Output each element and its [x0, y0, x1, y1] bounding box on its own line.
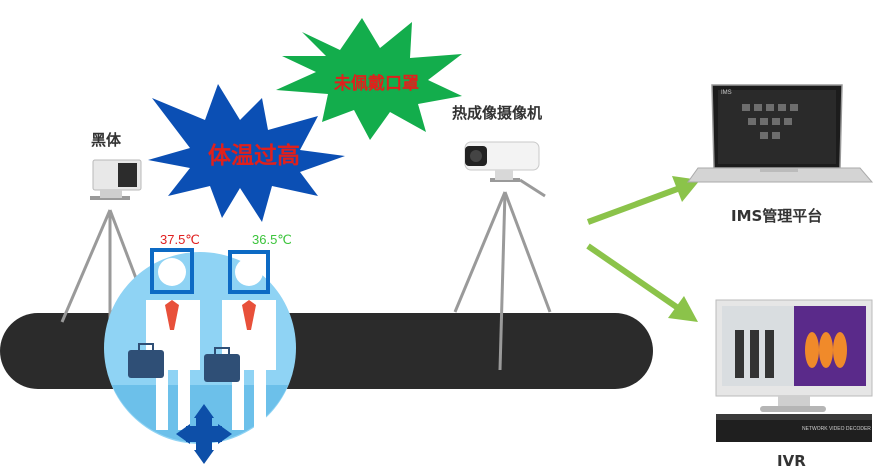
conveyor-belt-end	[560, 313, 653, 389]
person2-temp-reading: 36.5℃	[252, 232, 292, 247]
high-temp-alert-text: 体温过高	[208, 143, 300, 169]
no-mask-alert-text: 未佩戴口罩	[334, 74, 419, 94]
arrow-to-ims	[586, 176, 700, 225]
blackbody-label: 黑体	[91, 131, 122, 149]
decoder-box	[716, 414, 872, 442]
arrow-to-ivr	[586, 243, 698, 322]
ivr-label: IVR	[777, 452, 806, 470]
person1-temp-reading: 37.5℃	[160, 232, 200, 247]
decoder-text: NETWORK VIDEO DECODER	[802, 426, 871, 432]
conveyor-belt	[0, 313, 612, 389]
no-mask-burst	[276, 18, 462, 140]
person-1	[128, 248, 200, 430]
person-2	[204, 250, 276, 430]
thermal-camera-label: 热成像摄像机	[452, 104, 543, 122]
ivr-monitor	[715, 299, 873, 412]
ims-laptop	[687, 84, 874, 183]
laptop-brand-text: IMS	[721, 90, 732, 96]
ims-platform-label: IMS管理平台	[731, 207, 823, 225]
thermal-camera	[464, 141, 540, 180]
blackbody-device	[92, 159, 142, 198]
high-temp-burst	[148, 84, 345, 222]
move-arrows-icon	[176, 404, 232, 464]
